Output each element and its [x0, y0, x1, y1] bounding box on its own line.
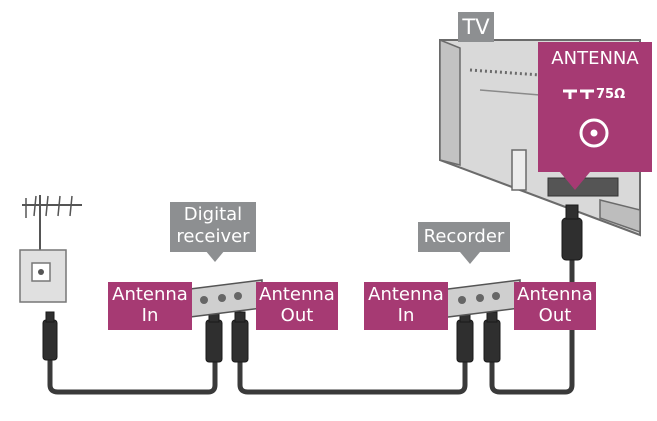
recorder-device	[439, 279, 521, 319]
recorder-label: Recorder	[418, 222, 510, 252]
wall-socket-icon	[19, 249, 67, 303]
cables	[47, 255, 575, 395]
recorder-antenna-out-label: Antenna Out	[514, 282, 596, 330]
receiver-antenna-out-label: Antenna Out	[256, 282, 338, 330]
antenna-callout	[538, 42, 652, 190]
recorder-antenna-in-label: Antenna In	[364, 282, 448, 330]
digital-receiver-label: Digital receiver	[170, 202, 256, 252]
coax-plugs	[42, 204, 583, 363]
tv-label: TV	[458, 12, 494, 42]
digital-receiver-device	[181, 279, 263, 319]
receiver-antenna-in-label: Antenna In	[108, 282, 192, 330]
roof-antenna-icon	[22, 195, 82, 255]
antenna-spec: 75Ω	[596, 87, 626, 102]
antenna-title: ANTENNA	[551, 48, 639, 69]
